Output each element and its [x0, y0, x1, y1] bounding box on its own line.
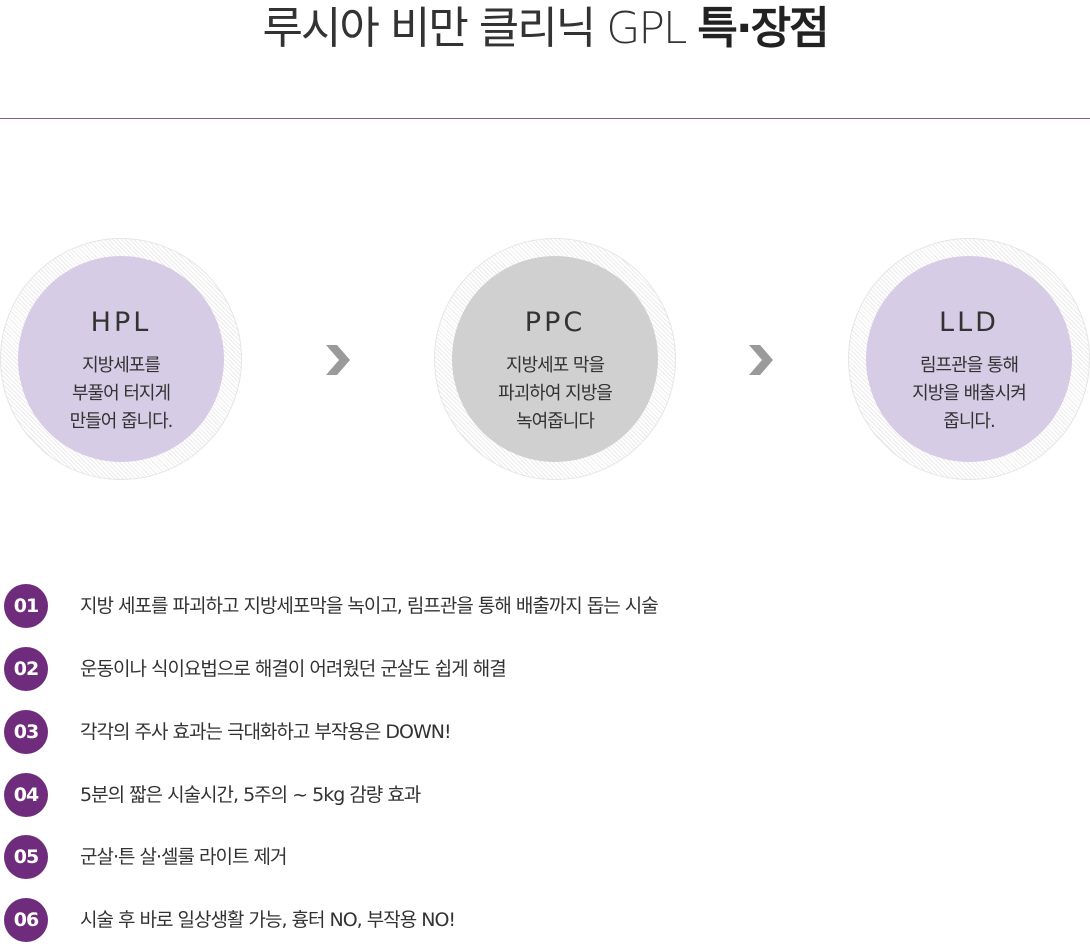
feature-text: 5분의 짧은 시술시간, 5주의 ~ 5kg 감량 효과 — [80, 784, 421, 806]
step-circle: LLD 림프관을 통해 지방을 배출시켜 줍니다. — [866, 256, 1072, 462]
feature-text: 각각의 주사 효과는 극대화하고 부작용은 DOWN! — [80, 721, 452, 743]
feature-text: 시술 후 바로 일상생활 가능, 흉터 NO, 부작용 NO! — [80, 909, 456, 931]
feature-number-badge: 06 — [4, 898, 48, 942]
step-description: 림프관을 통해 지방을 배출시켜 줍니다. — [912, 355, 1027, 432]
feature-number-badge: 03 — [4, 710, 48, 754]
page-title: 루시아 비만 클리닉 GPL 특·장점 — [0, 0, 1090, 58]
step-code: PPC — [524, 307, 586, 338]
feature-text: 군살·튼 살·셀룰 라이트 제거 — [80, 846, 287, 868]
title-highlight: 특·장점 — [697, 3, 829, 54]
step-code: HPL — [90, 307, 152, 338]
step-circle: PPC 지방세포 막을 파괴하여 지방을 녹여줍니다 — [452, 256, 658, 462]
step-description: 지방세포 막을 파괴하여 지방을 녹여줍니다 — [498, 355, 613, 432]
step-ppc: PPC 지방세포 막을 파괴하여 지방을 녹여줍니다 — [434, 238, 676, 480]
feature-item: 06 시술 후 바로 일상생활 가능, 흉터 NO, 부작용 NO! — [0, 898, 1090, 942]
feature-number-badge: 05 — [4, 835, 48, 879]
step-code: LLD — [939, 307, 999, 338]
step-lld: LLD 림프관을 통해 지방을 배출시켜 줍니다. — [848, 238, 1090, 480]
chevron-right-icon — [749, 345, 773, 375]
feature-text: 지방 세포를 파괴하고 지방세포막을 녹이고, 림프관을 통해 배출까지 돕는 … — [80, 595, 659, 617]
feature-number-badge: 01 — [4, 584, 48, 628]
title-divider — [0, 118, 1090, 119]
step-circle: HPL 지방세포를 부풀어 터지게 만들어 줍니다. — [18, 256, 224, 462]
title-main: 루시아 비만 클리닉 GPL — [262, 3, 687, 54]
feature-item: 02 운동이나 식이요법으로 해결이 어려웠던 군살도 쉽게 해결 — [0, 647, 1090, 691]
feature-item: 05 군살·튼 살·셀룰 라이트 제거 — [0, 835, 1090, 879]
feature-item: 01 지방 세포를 파괴하고 지방세포막을 녹이고, 림프관을 통해 배출까지 … — [0, 584, 1090, 628]
feature-item: 04 5분의 짧은 시술시간, 5주의 ~ 5kg 감량 효과 — [0, 773, 1090, 817]
chevron-right-icon — [326, 345, 350, 375]
feature-text: 운동이나 식이요법으로 해결이 어려웠던 군살도 쉽게 해결 — [80, 658, 507, 680]
feature-item: 03 각각의 주사 효과는 극대화하고 부작용은 DOWN! — [0, 710, 1090, 754]
step-hpl: HPL 지방세포를 부풀어 터지게 만들어 줍니다. — [0, 238, 242, 480]
step-description: 지방세포를 부풀어 터지게 만들어 줍니다. — [69, 355, 174, 432]
feature-number-badge: 02 — [4, 647, 48, 691]
feature-number-badge: 04 — [4, 773, 48, 817]
